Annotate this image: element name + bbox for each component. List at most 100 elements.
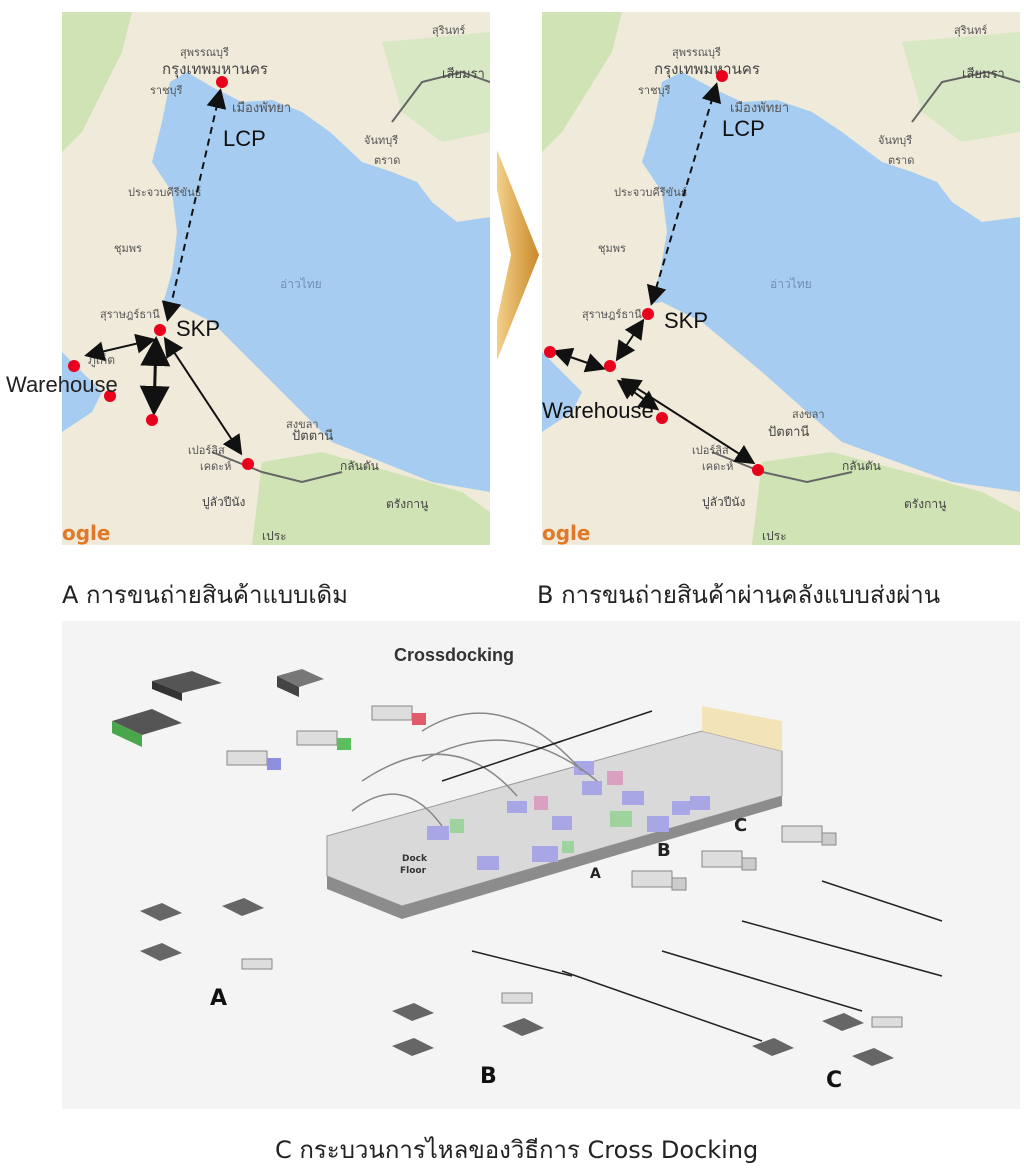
label-suphanburi: สุพรรณบุรี [180, 46, 229, 59]
dock-floor-label-2: Floor [400, 866, 427, 876]
dock-edge [327, 796, 782, 919]
label-suratthani: สุราษฎร์ธานี [582, 308, 642, 321]
point-south [656, 412, 668, 424]
label-perak: เประ [262, 529, 287, 543]
point-west [544, 346, 556, 358]
border-line [391, 70, 490, 123]
map-a: สุพรรณบุรี กรุงเทพมหานคร ราชบุรี เมืองพั… [62, 12, 490, 545]
label-surin: สุรินทร์ [954, 24, 987, 37]
label-lcp: LCP [722, 116, 765, 141]
label-siemreap: เสียมรา [442, 66, 485, 82]
caption-a: A การขนถ่ายสินค้าแบบเดิม [62, 581, 348, 609]
dock-wall [702, 706, 782, 751]
forest-west [542, 12, 622, 152]
group-a-label: A [210, 986, 227, 1011]
label-penang: ปูลัวปีนัง [202, 495, 245, 510]
warehouse-label-a: Warehouse [6, 372, 118, 397]
label-kedah: เคดะห์ [702, 460, 733, 473]
caption-c: C กระบวนการไหลของวิธีการ Cross Docking [275, 1136, 759, 1164]
border-line [911, 70, 1020, 123]
label-chumphon: ชุมพร [114, 242, 142, 255]
label-kelantan: กลันตัน [842, 459, 881, 473]
group-b-label: B [480, 1064, 497, 1089]
label-lcp: LCP [223, 126, 266, 151]
border-south [211, 451, 343, 484]
point-west [68, 360, 80, 372]
label-perlis: เปอร์ลิส [692, 444, 729, 457]
label-perak: เประ [762, 529, 787, 543]
label-pattani: ปัตตานี [292, 428, 333, 444]
point-lcp [716, 70, 728, 82]
dock-floor-label-1: Dock [402, 854, 428, 864]
label-pattani: ปัตตานี [768, 424, 809, 440]
label-chanthaburi: จันทบุรี [878, 134, 912, 147]
label-ratchaburi: ราชบุรี [638, 84, 671, 97]
lane-a-label: A [590, 866, 601, 882]
point-warehouse [104, 390, 116, 402]
label-prachuap: ประจวบคีรีขันธ์ [614, 186, 687, 199]
label-gulf: อ่าวไทย [770, 277, 812, 291]
caption-b: B การขนถ่ายสินค้าผ่านคลังแบบส่งผ่าน [537, 581, 941, 609]
transition-arrow-icon [497, 150, 539, 360]
point-southeast [242, 458, 254, 470]
label-kedah: เคดะห์ [200, 460, 231, 473]
lane-b-label: B [657, 840, 671, 861]
route-lcp-skp [646, 82, 722, 306]
crossdock-title: Crossdocking [394, 645, 514, 665]
point-lcp [216, 76, 228, 88]
label-perlis: เปอร์ลิส [188, 444, 225, 457]
label-pattaya: เมืองพัทยา [730, 100, 789, 116]
point-southeast [752, 464, 764, 476]
group-a [140, 898, 273, 970]
crossdock-canvas: Crossdocking Dock Floor [62, 621, 1020, 1109]
label-siemreap: เสียมรา [962, 66, 1005, 82]
route-warehouse-west [552, 347, 606, 373]
label-gulf: อ่าวไทย [280, 277, 322, 291]
label-terengganu: ตรังกานู [386, 497, 428, 512]
group-b [392, 992, 544, 1056]
crossdock-panel: Crossdocking Dock Floor [62, 621, 1020, 1109]
label-bangkok: กรุงเทพมหานคร [654, 60, 760, 79]
label-skp: SKP [176, 316, 220, 341]
point-south [146, 414, 158, 426]
forest-east [382, 32, 490, 142]
route-skp-warehouse [615, 318, 645, 362]
point-skp [154, 324, 166, 336]
route-skp-southeast [163, 336, 243, 456]
label-bangkok: กรุงเทพมหานคร [162, 60, 268, 79]
label-penang: ปูลัวปีนัง [702, 495, 745, 510]
label-skp: SKP [664, 308, 708, 333]
label-songkhla: สงขลา [792, 408, 825, 421]
group-c [752, 1013, 903, 1066]
land-north [542, 12, 1020, 392]
label-suratthani: สุราษฎร์ธานี [100, 308, 160, 321]
forest-south [252, 452, 490, 545]
route-warehouse-southeast [620, 377, 756, 465]
google-logo: ogle [62, 521, 110, 545]
label-chumphon: ชุมพร [598, 242, 626, 255]
label-pattaya: เมืองพัทยา [232, 100, 291, 116]
forest-west [62, 12, 132, 152]
label-terengganu: ตรังกานู [904, 497, 946, 512]
google-logo: ogle [542, 521, 590, 545]
map-b-canvas: สุพรรณบุรี กรุงเทพมหานคร ราชบุรี เมืองพั… [542, 12, 1020, 545]
label-suphanburi: สุพรรณบุรี [672, 46, 721, 59]
point-skp [642, 308, 654, 320]
map-b: สุพรรณบุรี กรุงเทพมหานคร ราชบุรี เมืองพั… [542, 12, 1020, 545]
pallets [427, 761, 710, 870]
label-trat: ตราด [888, 154, 914, 167]
label-trat: ตราด [374, 154, 400, 167]
forest-east [902, 32, 1020, 142]
label-songkhla: สงขลา [286, 418, 319, 431]
lane-c-label: C [734, 815, 747, 836]
route-skp-south [139, 336, 171, 416]
flow-arcs [351, 712, 598, 827]
map-a-canvas: สุพรรณบุรี กรุงเทพมหานคร ราชบุรี เมืองพั… [62, 12, 490, 545]
route-lcp-skp [161, 88, 227, 322]
outbound-lanes [441, 710, 943, 1042]
forest-south [752, 452, 1020, 545]
label-chanthaburi: จันทบุรี [364, 134, 398, 147]
origin-buildings [112, 669, 324, 747]
land-north [62, 12, 490, 392]
group-c-label: C [826, 1068, 842, 1093]
